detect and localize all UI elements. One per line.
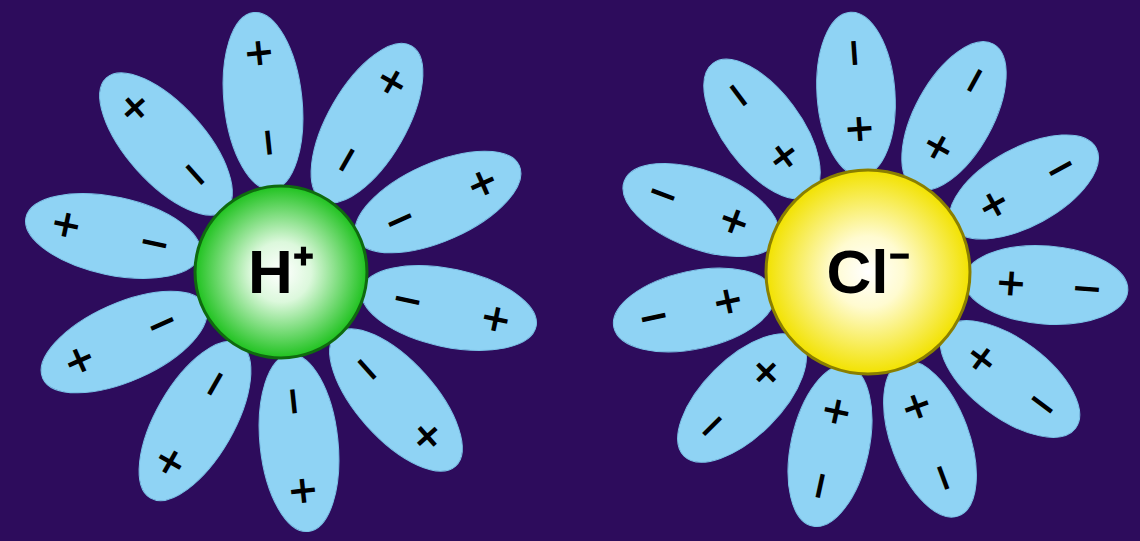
petal-fill xyxy=(27,270,221,414)
petal-fill xyxy=(961,240,1130,330)
water-molecule: −+ xyxy=(250,349,348,536)
water-molecule: +− xyxy=(960,239,1131,331)
charge-sign: − xyxy=(833,36,873,70)
petal-fill xyxy=(811,10,900,179)
petal-fill xyxy=(606,254,783,365)
charge-sign: − xyxy=(274,383,315,419)
charge-sign: + xyxy=(283,473,324,509)
charge-sign: − xyxy=(247,125,288,161)
petal-outline xyxy=(214,7,312,194)
ion-fill xyxy=(766,170,970,374)
petal-fill xyxy=(934,113,1115,260)
charge-sign: − xyxy=(1069,268,1104,308)
ion-label: Cl⁻ xyxy=(827,241,910,303)
ion-circle: Cl⁻ xyxy=(764,168,972,376)
petal-outline xyxy=(810,9,901,180)
petal-outline xyxy=(960,239,1131,331)
charge-sign: + xyxy=(838,112,878,146)
ion-label: H⁺ xyxy=(248,241,314,303)
petal-fill xyxy=(77,52,254,236)
petal-fill xyxy=(215,8,311,193)
petal-outline xyxy=(250,349,348,536)
petal-fill xyxy=(681,40,842,218)
petal-fill xyxy=(865,348,995,529)
petal-fill xyxy=(251,350,347,535)
charge-sign: + xyxy=(993,262,1028,302)
water-molecule: −+ xyxy=(214,7,312,194)
water-molecule: +− xyxy=(810,9,901,180)
ion-fill xyxy=(195,186,367,358)
charge-sign: + xyxy=(237,35,278,71)
petal-fill xyxy=(341,130,535,274)
ion-circle: H⁺ xyxy=(193,184,369,360)
